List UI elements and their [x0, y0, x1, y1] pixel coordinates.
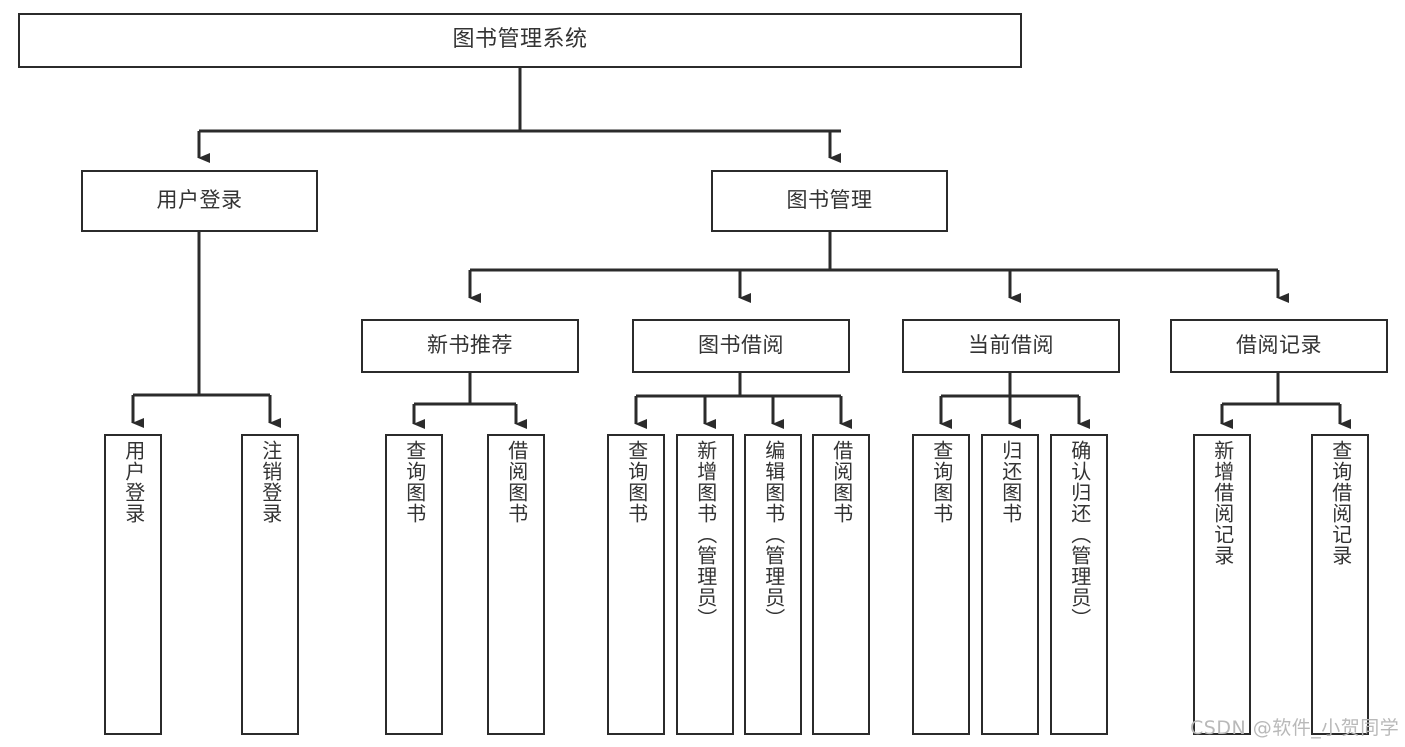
leaf-user-login-login-label: 用户登录 [121, 440, 146, 524]
node-root-system-label: 图书管理系统 [452, 27, 588, 53]
leaf-user-login-logout-label: 注销登录 [258, 440, 283, 524]
node-book-management-label: 图书管理 [786, 188, 873, 213]
leaf-borrow-add-book[interactable]: 新增图书（管理员） [676, 434, 734, 735]
node-new-book-recommend[interactable]: 新书推荐 [361, 319, 579, 373]
leaf-record-add-record[interactable]: 新增借阅记录 [1193, 434, 1251, 735]
leaf-user-login-logout[interactable]: 注销登录 [241, 434, 299, 735]
leaf-record-add-record-label: 新增借阅记录 [1210, 440, 1235, 566]
node-borrow-record-label: 借阅记录 [1236, 333, 1322, 358]
leaf-current-return-book[interactable]: 归还图书 [981, 434, 1039, 735]
leaf-record-query-record-label: 查询借阅记录 [1328, 440, 1353, 566]
leaf-borrow-query-book-label: 查询图书 [624, 440, 649, 524]
leaf-borrow-edit-book[interactable]: 编辑图书（管理员） [744, 434, 802, 735]
node-book-management[interactable]: 图书管理 [711, 170, 948, 232]
node-current-borrow-label: 当前借阅 [968, 333, 1054, 358]
node-new-book-recommend-label: 新书推荐 [427, 333, 513, 358]
leaf-current-query-book-label: 查询图书 [929, 440, 954, 524]
node-current-borrow[interactable]: 当前借阅 [902, 319, 1120, 373]
leaf-borrow-add-book-label: 新增图书（管理员） [693, 440, 718, 629]
node-user-login[interactable]: 用户登录 [81, 170, 318, 232]
leaf-new-book-borrow[interactable]: 借阅图书 [487, 434, 545, 735]
leaf-borrow-edit-book-label: 编辑图书（管理员） [761, 440, 786, 629]
leaf-new-book-query-label: 查询图书 [402, 440, 427, 524]
leaf-current-confirm-return-label: 确认归还（管理员） [1067, 440, 1092, 629]
leaf-borrow-query-book[interactable]: 查询图书 [607, 434, 665, 735]
node-book-borrow[interactable]: 图书借阅 [632, 319, 850, 373]
csdn-watermark: CSDN @软件_小贺同学 [1190, 717, 1400, 739]
leaf-current-query-book[interactable]: 查询图书 [912, 434, 970, 735]
leaf-borrow-borrow-book-label: 借阅图书 [829, 440, 854, 524]
leaf-borrow-borrow-book[interactable]: 借阅图书 [812, 434, 870, 735]
leaf-new-book-borrow-label: 借阅图书 [504, 440, 529, 524]
node-book-borrow-label: 图书借阅 [698, 333, 784, 358]
leaf-user-login-login[interactable]: 用户登录 [104, 434, 162, 735]
leaf-record-query-record[interactable]: 查询借阅记录 [1311, 434, 1369, 735]
leaf-current-return-book-label: 归还图书 [998, 440, 1023, 524]
node-user-login-label: 用户登录 [156, 188, 243, 213]
leaf-new-book-query[interactable]: 查询图书 [385, 434, 443, 735]
leaf-current-confirm-return[interactable]: 确认归还（管理员） [1050, 434, 1108, 735]
node-root-system[interactable]: 图书管理系统 [18, 13, 1022, 68]
node-borrow-record[interactable]: 借阅记录 [1170, 319, 1388, 373]
